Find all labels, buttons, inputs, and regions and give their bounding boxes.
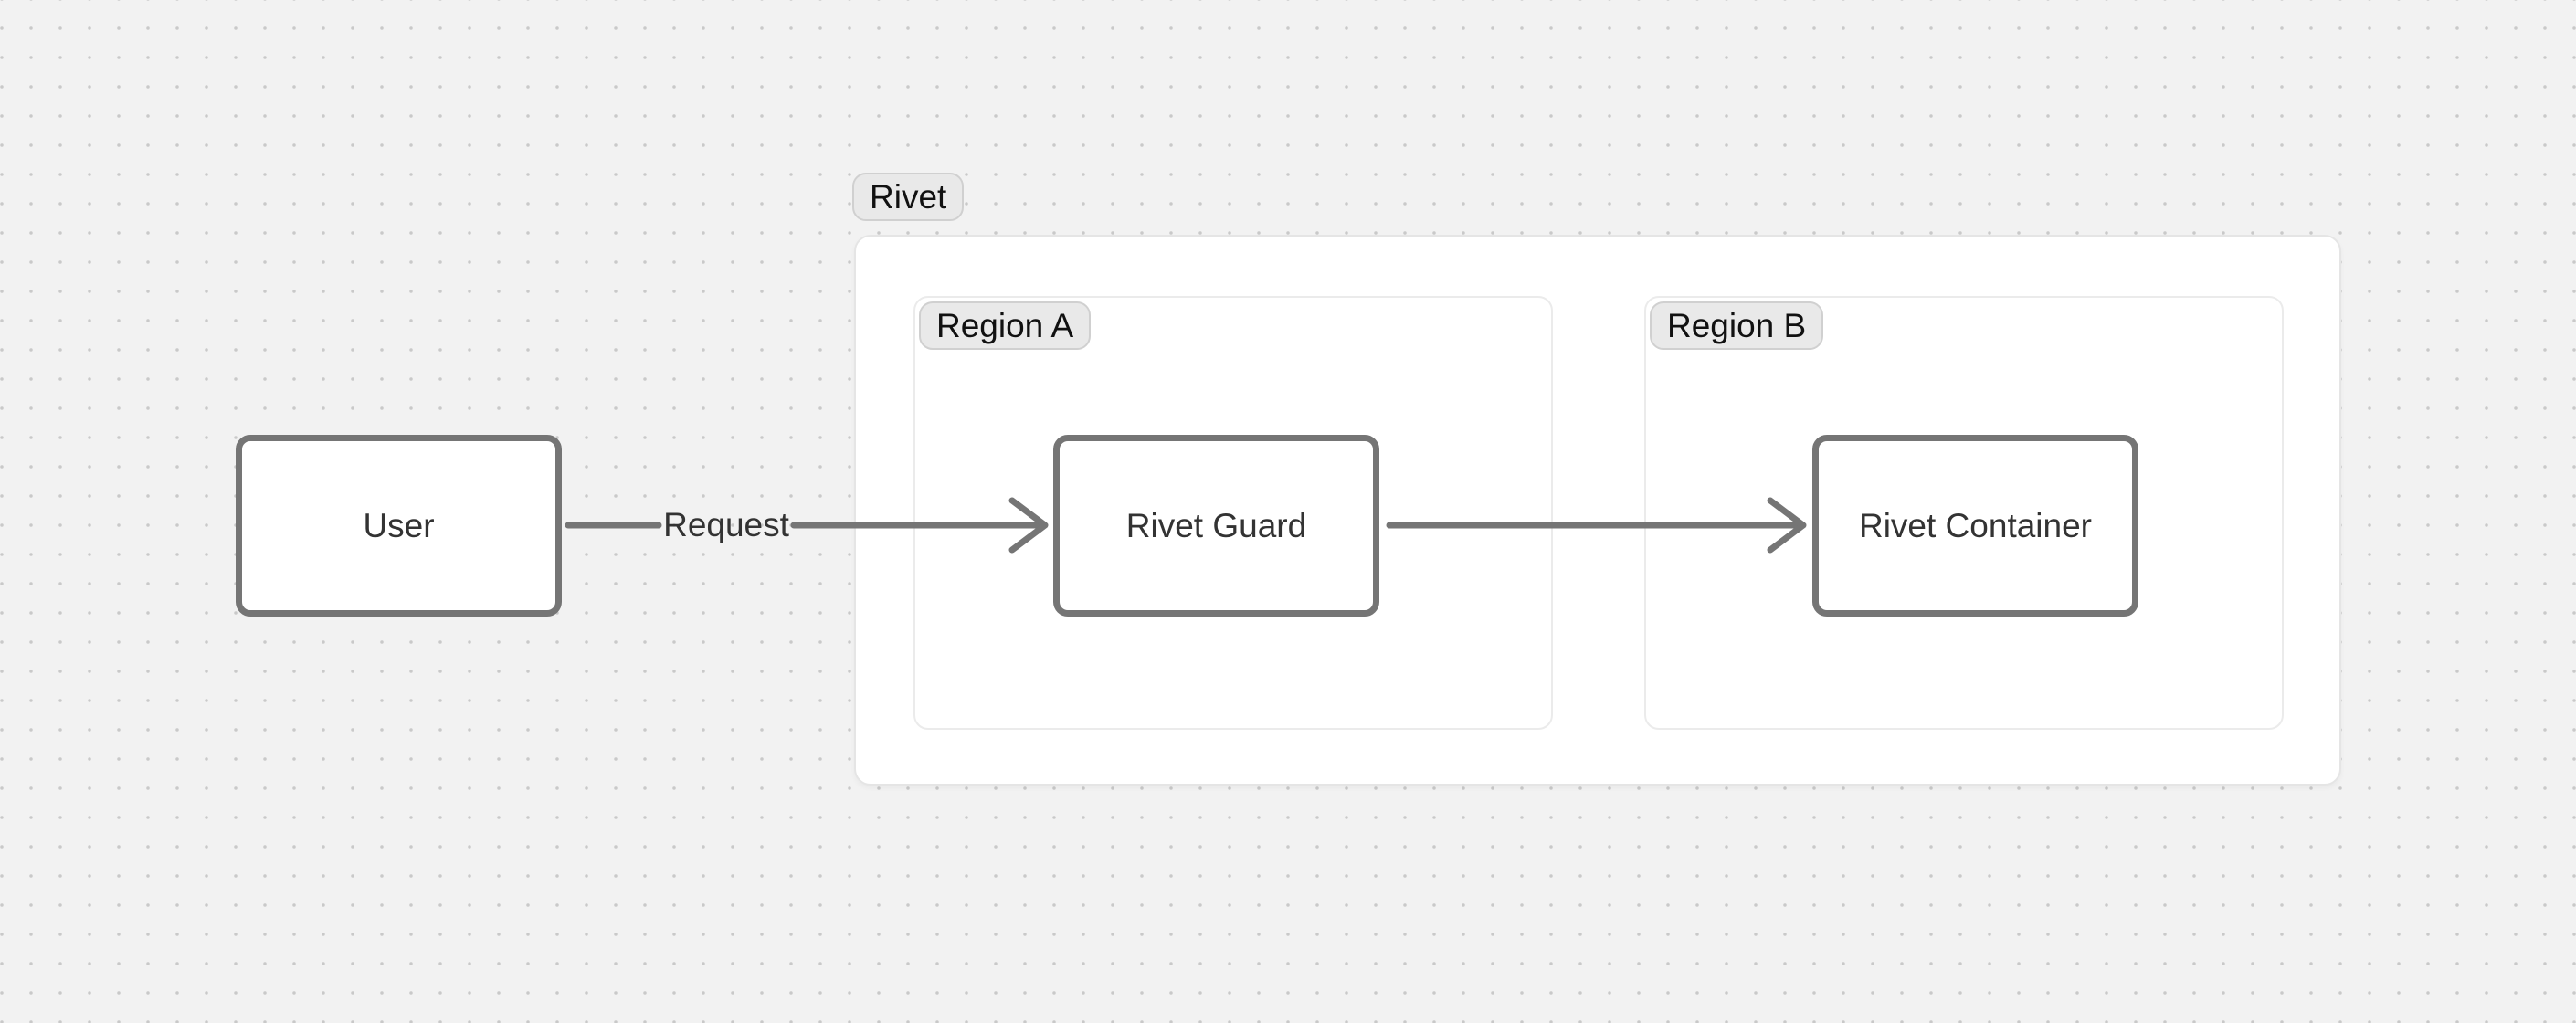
rivet-group-badge: Rivet bbox=[852, 173, 965, 221]
region-a-badge: Region A bbox=[919, 301, 1092, 350]
region-a-badge-label: Region A bbox=[936, 306, 1074, 344]
node-user: User bbox=[236, 435, 562, 617]
node-rivet-guard: Rivet Guard bbox=[1053, 435, 1379, 617]
region-b-badge-label: Region B bbox=[1667, 306, 1807, 344]
region-b-badge: Region B bbox=[1650, 301, 1824, 350]
edge-label-request: Request bbox=[663, 506, 789, 543]
rivet-group-badge-label: Rivet bbox=[870, 177, 947, 216]
node-rivet-container: Rivet Container bbox=[1812, 435, 2138, 617]
